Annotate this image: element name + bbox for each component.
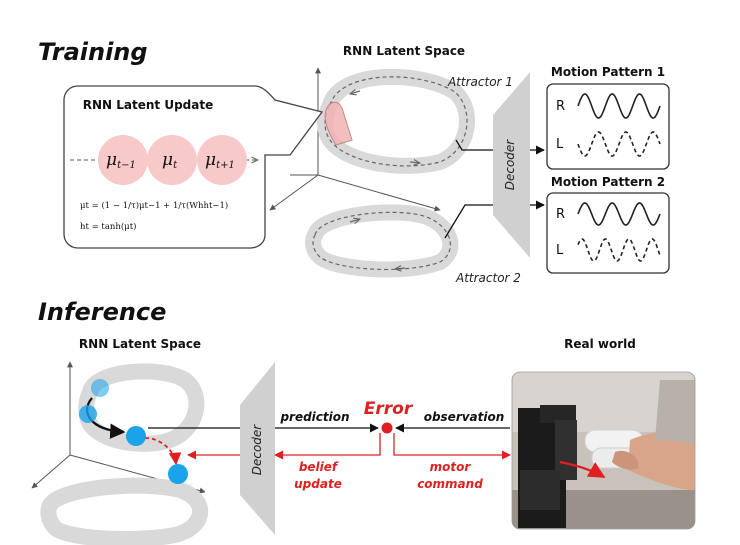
pattern-1-left-label: L bbox=[556, 137, 564, 152]
equation-1: μt = (1 − 1/τ)μt−1 + 1/τ(Whht−1) bbox=[80, 200, 228, 211]
node-mu-t bbox=[147, 135, 197, 185]
inference-decoder bbox=[240, 362, 275, 535]
inference-decoder-label: Decoder bbox=[250, 424, 264, 476]
belief-dot-past-2 bbox=[79, 405, 97, 423]
real-world-photo bbox=[511, 371, 696, 530]
latent-update-title: RNN Latent Update bbox=[83, 98, 213, 112]
latent-node-chain: μt−1 μt μt+1 bbox=[70, 135, 258, 185]
pattern-1-left-wave bbox=[577, 131, 661, 157]
node-mu-t-minus-1 bbox=[98, 135, 148, 185]
motion-pattern-2-title: Motion Pattern 2 bbox=[551, 175, 665, 189]
node-mu-t-plus-1 bbox=[197, 135, 247, 185]
belief-dot-past-1 bbox=[91, 379, 109, 397]
motor-command-label-1: motor bbox=[430, 460, 472, 474]
attractor-1-loop bbox=[317, 68, 475, 174]
pattern-2-right-wave bbox=[577, 202, 661, 226]
training-decoder-label: Decoder bbox=[503, 139, 517, 191]
inference-title: Inference bbox=[38, 298, 166, 326]
belief-update-arrow bbox=[274, 433, 381, 460]
training-title: Training bbox=[38, 38, 148, 66]
attractor-1-label: Attractor 1 bbox=[447, 75, 513, 89]
belief-update-label-1: belief bbox=[299, 460, 339, 474]
observation-label: observation bbox=[424, 410, 505, 424]
node-label-3: μt+1 bbox=[205, 150, 235, 171]
belief-update-label-2: update bbox=[294, 477, 342, 491]
real-world-label: Real world bbox=[564, 337, 636, 351]
attractor-2-loop bbox=[305, 204, 459, 278]
inference-latent-space-label: RNN Latent Space bbox=[79, 337, 201, 351]
belief-dot-updated bbox=[168, 464, 188, 484]
motor-command-arrow bbox=[393, 433, 511, 460]
attractor-2-label: Attractor 2 bbox=[455, 271, 521, 285]
pattern-2-left-wave bbox=[577, 238, 661, 262]
belief-dot-current bbox=[126, 426, 146, 446]
error-node bbox=[381, 422, 393, 434]
inference-attractor-2 bbox=[40, 477, 208, 545]
motion-pattern-2-box bbox=[546, 192, 670, 274]
prediction-label: prediction bbox=[279, 410, 349, 424]
training-latent-space-label: RNN Latent Space bbox=[343, 44, 465, 58]
node-label-2: μt bbox=[162, 150, 178, 171]
motion-pattern-1-box bbox=[546, 83, 670, 170]
pattern-2-left-label: L bbox=[556, 243, 564, 258]
node-label-1: μt−1 bbox=[106, 150, 136, 171]
motion-pattern-1-title: Motion Pattern 1 bbox=[551, 65, 665, 79]
training-decoder bbox=[493, 72, 530, 258]
pattern-1-right-wave bbox=[577, 93, 661, 119]
pattern-1-right-label: R bbox=[556, 99, 565, 114]
pattern-2-right-label: R bbox=[556, 207, 565, 222]
equation-2: ht = tanh(μt) bbox=[80, 221, 136, 232]
error-label: Error bbox=[364, 399, 414, 419]
belief-trajectory bbox=[79, 379, 188, 484]
training-connectors bbox=[444, 139, 545, 239]
motor-command-label-2: command bbox=[417, 477, 483, 491]
